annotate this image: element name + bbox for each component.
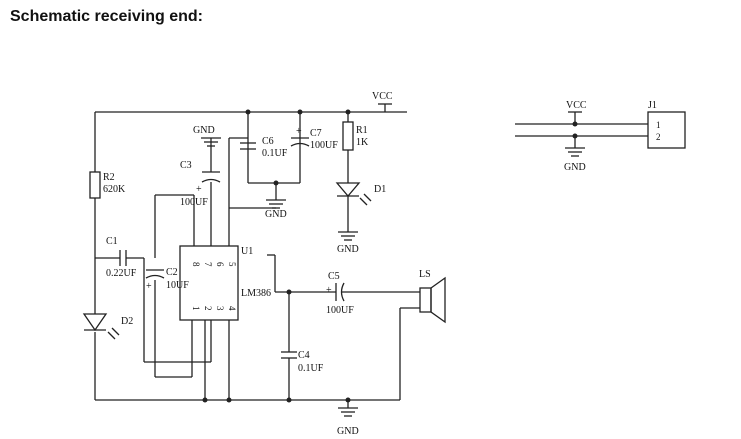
svg-text:C1: C1 <box>106 236 118 247</box>
page-title: Schematic receiving end: <box>10 8 203 25</box>
svg-text:1: 1 <box>656 120 661 130</box>
connector-j1: J1 1 2 <box>647 100 686 149</box>
svg-text:2: 2 <box>203 306 213 311</box>
svg-text:VCC: VCC <box>566 100 587 111</box>
svg-text:100UF: 100UF <box>326 305 354 316</box>
svg-text:C6: C6 <box>262 136 274 147</box>
svg-text:10UF: 10UF <box>166 280 189 291</box>
svg-text:U1: U1 <box>241 246 253 257</box>
svg-text:+: + <box>326 285 332 296</box>
resistor-r1: R1 1K <box>342 121 369 151</box>
svg-text:4: 4 <box>227 306 237 311</box>
svg-text:620K: 620K <box>103 184 126 195</box>
svg-text:2: 2 <box>656 132 661 142</box>
svg-text:R2: R2 <box>103 172 115 183</box>
svg-text:C3: C3 <box>180 160 192 171</box>
loudspeaker-ls: LS <box>419 269 446 324</box>
capacitor-c2: + C2 10UF <box>145 267 189 292</box>
svg-text:C5: C5 <box>328 271 340 282</box>
gnd-symbol-bottom: GND <box>337 407 359 437</box>
svg-text:C2: C2 <box>166 267 178 278</box>
svg-text:8: 8 <box>191 262 201 267</box>
svg-text:GND: GND <box>337 244 359 255</box>
gnd-symbol-c3: GND <box>193 125 221 147</box>
svg-text:0.1UF: 0.1UF <box>298 363 324 374</box>
svg-text:R1: R1 <box>356 125 368 136</box>
svg-text:LS: LS <box>419 269 431 280</box>
resistor-r2: R2 620K <box>89 171 126 199</box>
svg-text:+: + <box>296 126 302 137</box>
capacitor-c1: C1 0.22UF <box>106 236 137 279</box>
vcc-symbol-j1: VCC <box>566 100 587 113</box>
svg-text:GND: GND <box>564 162 586 173</box>
svg-text:1: 1 <box>191 306 201 311</box>
svg-text:+: + <box>146 281 152 292</box>
svg-text:GND: GND <box>265 209 287 220</box>
svg-text:C7: C7 <box>310 128 322 139</box>
capacitor-c7: + C7 100UF <box>290 126 338 151</box>
svg-text:7: 7 <box>203 262 213 267</box>
svg-text:D2: D2 <box>121 316 133 327</box>
capacitor-c4: C4 0.1UF <box>281 350 324 374</box>
gnd-symbol-j1: GND <box>564 147 586 173</box>
gnd-symbol-d1: GND <box>337 231 359 255</box>
svg-text:100UF: 100UF <box>180 197 208 208</box>
svg-text:J1: J1 <box>648 100 657 111</box>
svg-text:C4: C4 <box>298 350 310 361</box>
svg-text:GND: GND <box>193 125 215 136</box>
svg-text:+: + <box>196 184 202 195</box>
capacitor-c6: C6 0.1UF <box>240 136 288 159</box>
svg-text:5: 5 <box>227 262 237 267</box>
svg-text:0.1UF: 0.1UF <box>262 148 288 159</box>
capacitor-c5: + C5 100UF <box>326 271 354 316</box>
led-d2: D2 <box>82 313 133 340</box>
gnd-symbol-c6c7: GND <box>265 199 287 220</box>
svg-text:0.22UF: 0.22UF <box>106 268 137 279</box>
svg-text:1K: 1K <box>356 137 369 148</box>
svg-text:VCC: VCC <box>372 91 393 102</box>
svg-text:GND: GND <box>337 426 359 437</box>
svg-text:100UF: 100UF <box>310 140 338 151</box>
svg-text:LM386: LM386 <box>241 288 271 299</box>
wires <box>94 111 648 408</box>
led-d1: D1 <box>335 182 386 206</box>
svg-text:6: 6 <box>215 262 225 267</box>
svg-text:D1: D1 <box>374 184 386 195</box>
capacitor-c3: + C3 100UF <box>180 160 221 208</box>
svg-text:3: 3 <box>215 306 225 311</box>
junction-dots <box>202 109 578 403</box>
vcc-symbol: VCC <box>372 91 393 112</box>
ic-u1-lm386: U1 LM386 8 7 6 5 1 2 3 4 <box>179 245 271 321</box>
